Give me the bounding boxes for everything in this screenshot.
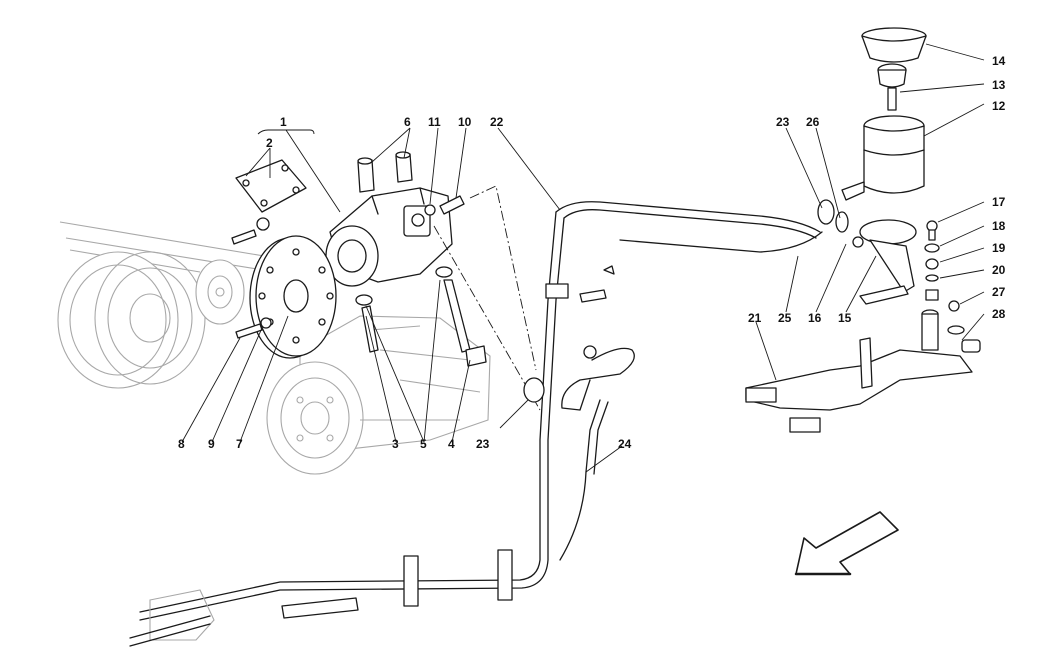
callout-23-top: 23 <box>776 115 790 129</box>
engine-pulley-assembly-ghost <box>57 221 301 389</box>
callout-24: 24 <box>618 437 632 451</box>
return-pipe <box>559 231 823 561</box>
callout-6: 6 <box>404 115 411 129</box>
reservoir-cap <box>877 63 907 111</box>
delivery-pipe <box>139 201 821 621</box>
spacers <box>357 151 413 193</box>
callout-5: 5 <box>420 437 427 451</box>
drive-pulley <box>249 235 337 359</box>
support-plate <box>745 309 973 433</box>
union-fittings <box>424 195 465 216</box>
callout-13: 13 <box>992 78 1006 92</box>
callout-25: 25 <box>778 311 792 325</box>
callout-15: 15 <box>838 311 852 325</box>
callout-17: 17 <box>992 195 1006 209</box>
mounting-bracket <box>235 159 307 213</box>
callout-18: 18 <box>992 219 1006 233</box>
callout-8: 8 <box>178 437 185 451</box>
callout-12: 12 <box>992 99 1006 113</box>
callout-4: 4 <box>448 437 455 451</box>
reservoir-bracket <box>852 219 917 305</box>
leader-lines <box>181 43 985 473</box>
callout-21: 21 <box>748 311 762 325</box>
callout-labels: 1 2 6 11 10 22 23 26 14 13 12 17 18 19 2… <box>178 54 1006 451</box>
reservoir-cover <box>861 27 927 63</box>
callout-1: 1 <box>280 115 287 129</box>
callout-23-bottom: 23 <box>476 437 490 451</box>
callout-19: 19 <box>992 241 1006 255</box>
callout-2: 2 <box>266 136 273 150</box>
callout-14: 14 <box>992 54 1006 68</box>
pulley-bolts <box>235 317 272 339</box>
steering-box-ghost <box>129 589 359 647</box>
callout-28: 28 <box>992 307 1006 321</box>
callout-10: 10 <box>458 115 472 129</box>
pipe-clamps <box>403 265 615 607</box>
callout-7: 7 <box>236 437 243 451</box>
bolt-washer <box>231 217 270 245</box>
callout-11: 11 <box>428 115 441 129</box>
callout-16: 16 <box>808 311 822 325</box>
steering-pump <box>325 187 453 287</box>
front-direction-arrow-icon <box>794 511 899 576</box>
callout-27: 27 <box>992 285 1006 299</box>
dash-line-a <box>433 225 541 411</box>
callout-3: 3 <box>392 437 399 451</box>
mounting-screws-washers <box>924 220 981 353</box>
callout-20: 20 <box>992 263 1006 277</box>
callout-26: 26 <box>806 115 820 129</box>
dash-line-b <box>469 185 537 371</box>
callout-22: 22 <box>490 115 504 129</box>
oil-reservoir <box>841 115 925 201</box>
hose-clips <box>523 199 849 403</box>
callout-9: 9 <box>208 437 215 451</box>
ac-compressor-ghost <box>266 315 491 475</box>
